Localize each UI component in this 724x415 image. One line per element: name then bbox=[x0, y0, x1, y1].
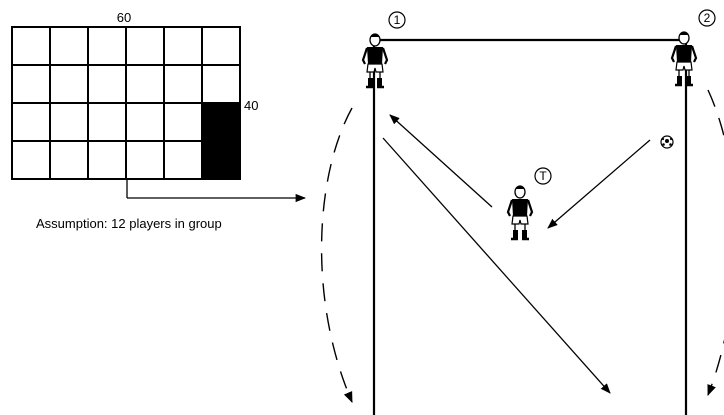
pass-arrow-icon bbox=[383, 138, 610, 393]
grid-height-label: 40 bbox=[244, 98, 258, 113]
grid-to-field-arrow-icon bbox=[127, 180, 305, 198]
grid-cell bbox=[50, 27, 88, 65]
grid-cell bbox=[12, 65, 50, 103]
grid-cell bbox=[164, 141, 202, 179]
assumption-text: Assumption: 12 players in group bbox=[36, 216, 222, 231]
field-grid bbox=[12, 27, 240, 179]
grid-cell-highlighted bbox=[202, 103, 240, 141]
player-icon bbox=[508, 186, 532, 239]
grid-cell bbox=[50, 65, 88, 103]
pass-arrows bbox=[383, 115, 650, 393]
grid-cell bbox=[12, 141, 50, 179]
grid-cell-highlighted bbox=[202, 141, 240, 179]
grid-cell bbox=[50, 141, 88, 179]
grid-cell bbox=[50, 103, 88, 141]
field-boundary bbox=[374, 40, 686, 415]
grid-cell bbox=[88, 103, 126, 141]
pass-arrow-icon bbox=[548, 140, 650, 228]
soccer-ball-icon bbox=[661, 136, 673, 148]
grid-cell bbox=[126, 103, 164, 141]
grid-cell bbox=[202, 27, 240, 65]
player-trainer: T bbox=[508, 168, 551, 239]
left-run-path bbox=[322, 108, 352, 402]
grid-cell bbox=[88, 65, 126, 103]
player-badge-label: T bbox=[539, 169, 547, 183]
grid-cell bbox=[12, 103, 50, 141]
grid-cell bbox=[164, 103, 202, 141]
pass-arrow-icon bbox=[390, 115, 492, 207]
grid-cell bbox=[126, 27, 164, 65]
player-2: 2 bbox=[672, 10, 715, 85]
grid-cell bbox=[202, 65, 240, 103]
player-1: 1 bbox=[363, 12, 405, 87]
grid-width-label: 60 bbox=[117, 10, 131, 25]
grid-cell bbox=[126, 141, 164, 179]
grid-cell bbox=[12, 27, 50, 65]
player-badge-label: 2 bbox=[704, 11, 711, 25]
grid-cell bbox=[164, 65, 202, 103]
grid-cell bbox=[164, 27, 202, 65]
player-badge-label: 1 bbox=[394, 13, 401, 27]
grid-cell bbox=[126, 65, 164, 103]
right-run-path bbox=[708, 90, 724, 395]
grid-cell bbox=[88, 27, 126, 65]
grid-cell bbox=[88, 141, 126, 179]
